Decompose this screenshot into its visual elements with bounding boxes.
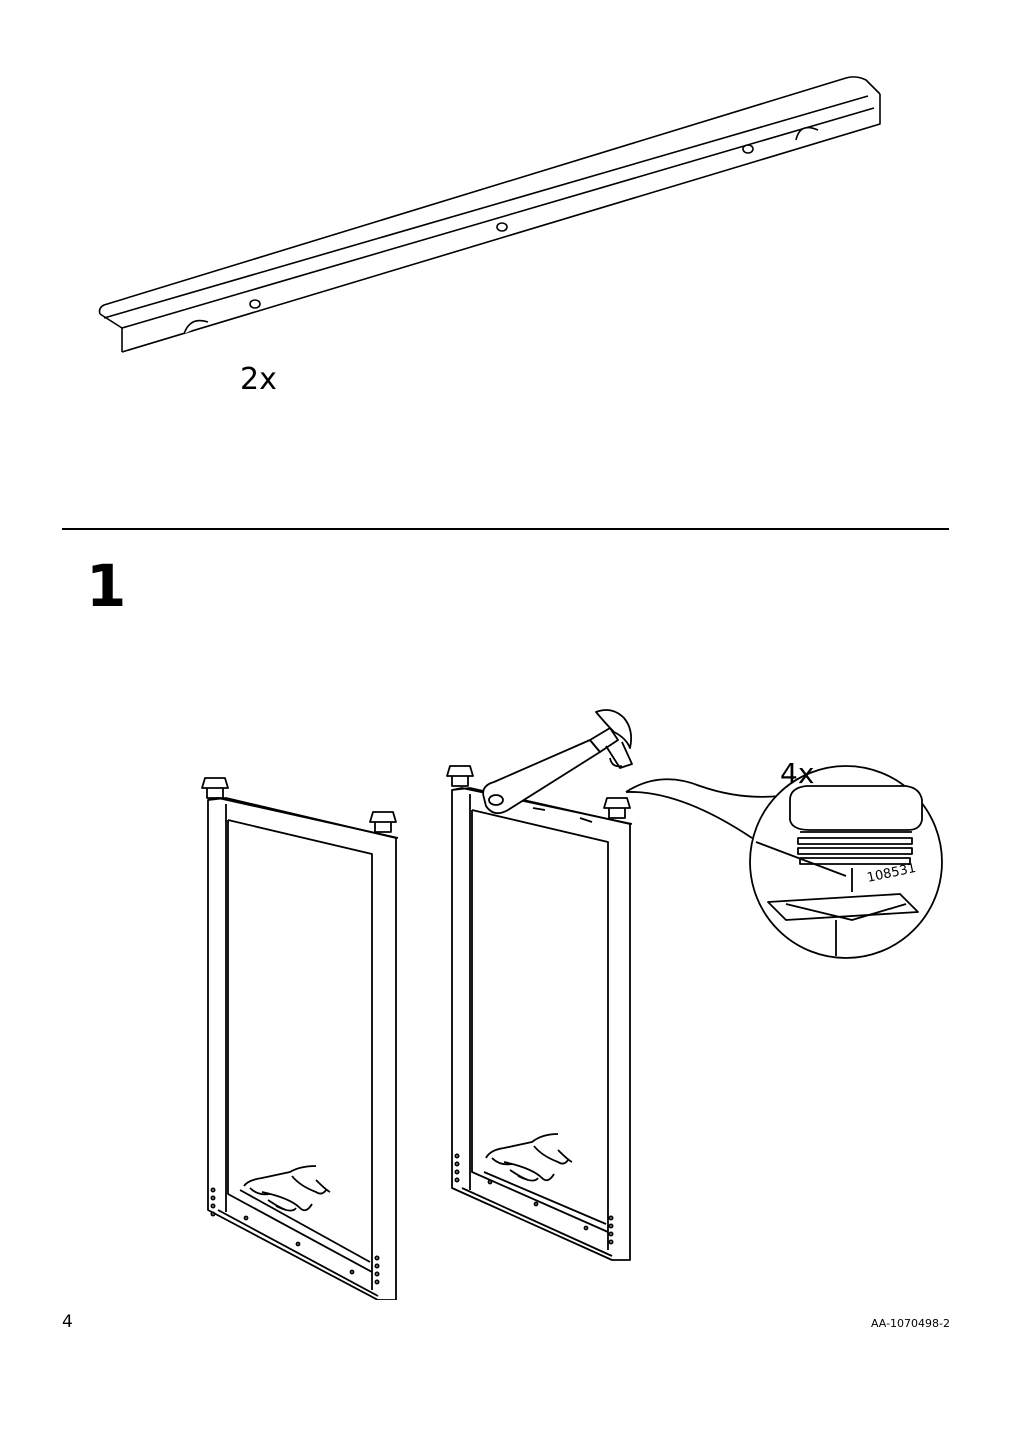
hammer-icon <box>482 709 633 815</box>
right-hand-icon <box>485 1133 573 1182</box>
left-hand-icon <box>243 1165 331 1212</box>
document-code: AA-1070498-2 <box>870 1317 950 1330</box>
rail-quantity-label: 2x <box>240 362 277 397</box>
section-divider <box>62 528 949 530</box>
step-number: 1 <box>86 552 126 620</box>
left-frame <box>201 777 399 1300</box>
callout-pointer <box>625 778 781 798</box>
page-number: 4 <box>62 1312 73 1332</box>
end-cap-detail <box>755 785 923 956</box>
right-frame <box>446 765 633 1261</box>
step-illustration: 4x 108531 <box>201 709 943 1300</box>
rail-illustration <box>98 76 881 353</box>
detail-quantity-label: 4x <box>780 757 814 790</box>
